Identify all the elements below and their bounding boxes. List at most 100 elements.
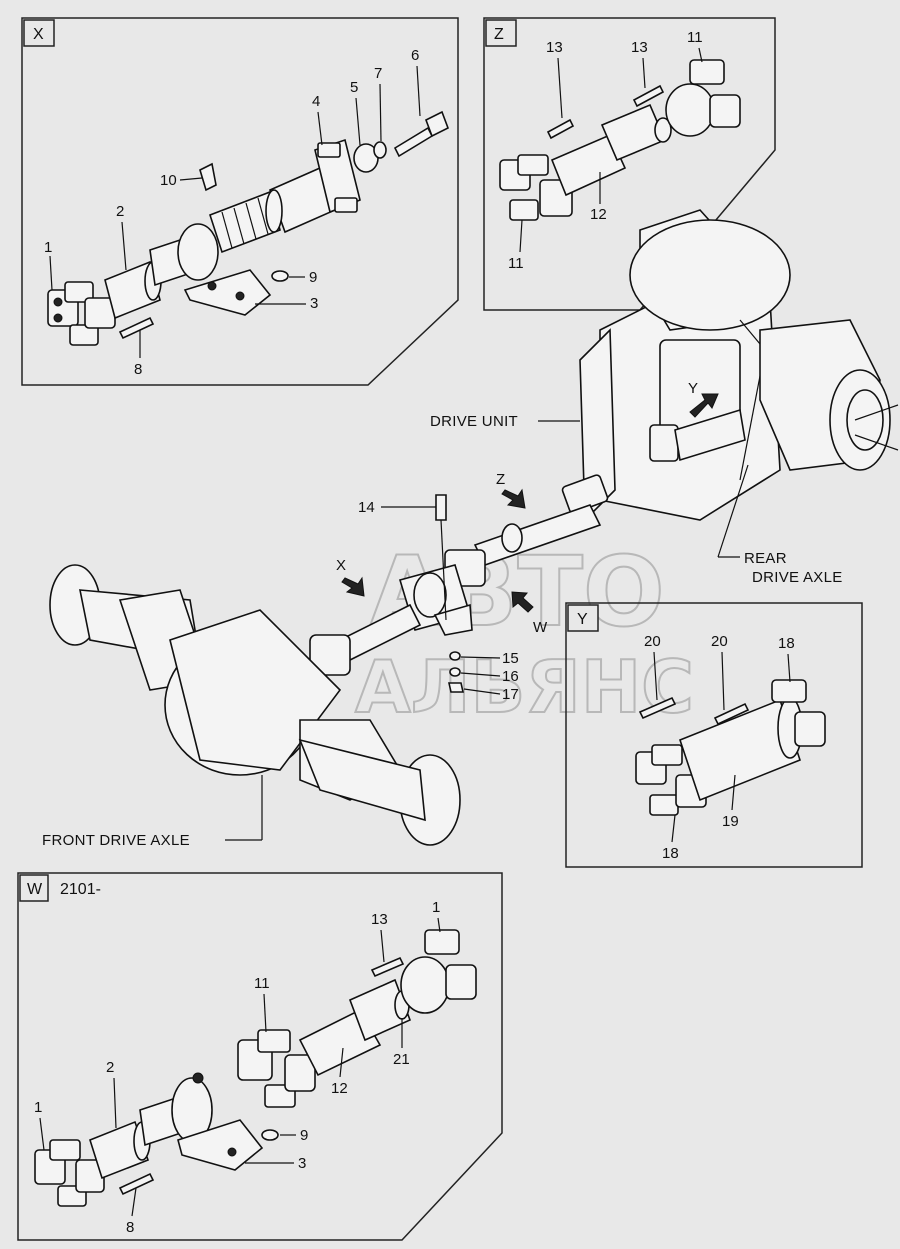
- callout: 9: [309, 269, 317, 286]
- callout: 12: [590, 206, 607, 223]
- callout: 19: [722, 813, 739, 830]
- callout: 15: [502, 650, 519, 667]
- bolt-13-w: [370, 956, 405, 978]
- flange-yoke-right: [665, 59, 741, 137]
- shaft-tube-19: [679, 698, 801, 802]
- universal-joint-w: [34, 1139, 105, 1207]
- callout: 1: [44, 239, 52, 256]
- view-arrows: [341, 393, 719, 613]
- propeller-shaft-rear: [473, 474, 609, 566]
- universal-joint-y: [635, 744, 707, 816]
- center-bearing-w: [139, 1072, 264, 1171]
- callout: 16: [502, 668, 519, 685]
- grease-fitting: [199, 162, 217, 192]
- arrow-z: [501, 488, 526, 509]
- front-drive-axle: [49, 564, 461, 846]
- callout: 3: [310, 295, 318, 312]
- view-z-panel: Z 13 13 11 12 11: [483, 17, 776, 311]
- callout: 21: [393, 1051, 410, 1068]
- bolt-14: [435, 494, 447, 521]
- label-arrow-w: W: [533, 619, 548, 636]
- label-drive-unit: DRIVE UNIT: [430, 413, 518, 430]
- shaft-tube: [550, 133, 627, 197]
- center-bearing-main: [398, 549, 486, 636]
- washer-9: [271, 270, 289, 282]
- main-assembly: DRIVE UNIT REAR DRIVE AXLE FRONT DRIVE A…: [42, 209, 899, 849]
- bolt: [393, 110, 450, 158]
- callout: 2: [116, 203, 124, 220]
- label-arrow-z: Z: [496, 471, 505, 488]
- spacer: [373, 141, 387, 159]
- view-y-tag: Y: [577, 611, 588, 628]
- arrow-x: [341, 576, 365, 597]
- watermark-line2: АЛЬЯНС: [355, 645, 694, 729]
- callout: 18: [778, 635, 795, 652]
- label-front-axle: FRONT DRIVE AXLE: [42, 832, 190, 849]
- callout: 8: [126, 1219, 134, 1236]
- callout: 10: [160, 172, 177, 189]
- callout: 5: [350, 79, 358, 96]
- propeller-shaft-front: [309, 603, 422, 676]
- bolt-13: [632, 84, 665, 108]
- universal-joint: [47, 281, 116, 346]
- flange-yoke: [265, 138, 361, 234]
- callout: 2: [106, 1059, 114, 1076]
- callouts-y: 20 20 18 19 18: [644, 633, 795, 862]
- bolt-8: [118, 316, 155, 340]
- callout: 14: [358, 499, 375, 516]
- arrow-y: [689, 393, 719, 418]
- flange-yoke-w: [400, 929, 477, 1014]
- callout: 11: [254, 975, 270, 992]
- splined-sleeve-w: [348, 978, 412, 1042]
- callout: 11: [508, 255, 524, 272]
- callouts-w: 13 1 11 2 12 21 1 9 3 8: [34, 899, 441, 1236]
- callout: 13: [546, 39, 563, 56]
- view-x-tag: X: [33, 26, 44, 43]
- view-x-panel: X: [21, 17, 459, 386]
- drive-unit: [579, 209, 791, 522]
- flange-yoke-y: [771, 679, 826, 747]
- callout: 11: [687, 29, 703, 46]
- center-bearing: [149, 190, 281, 316]
- view-w-panel: W 2101-: [17, 872, 503, 1241]
- arrow-w: [511, 591, 534, 613]
- callout: 8: [134, 361, 142, 378]
- washer-15: [449, 651, 461, 661]
- callout: 1: [34, 1099, 42, 1116]
- view-y-panel: Y 20 20 18 19 18: [565, 602, 863, 868]
- callout: 4: [312, 93, 320, 110]
- y-joint: [649, 408, 746, 462]
- callout: 1: [432, 899, 440, 916]
- callout: 9: [300, 1127, 308, 1144]
- nut-17: [448, 682, 464, 693]
- universal-joint-w-mid: [237, 1029, 316, 1108]
- callout: 13: [631, 39, 648, 56]
- callout: 20: [711, 633, 728, 650]
- callout: 17: [502, 686, 519, 703]
- callout: 18: [662, 845, 679, 862]
- callout: 12: [331, 1080, 348, 1097]
- bolt-20: [713, 702, 750, 726]
- callout: 6: [411, 47, 419, 64]
- callout: 20: [644, 633, 661, 650]
- view-w-serial: 2101-: [60, 881, 101, 898]
- callout: 7: [374, 65, 382, 82]
- view-z-tag: Z: [494, 26, 504, 43]
- label-arrow-x: X: [336, 557, 346, 574]
- rear-drive-axle: [759, 319, 899, 471]
- ring: [654, 117, 672, 143]
- label-rear-axle-1: REAR: [744, 550, 787, 567]
- bolt-20: [638, 696, 677, 720]
- bolt-8-w: [118, 1172, 155, 1196]
- label-rear-axle-2: DRIVE AXLE: [752, 569, 843, 586]
- callouts-z: 13 13 11 12 11: [508, 29, 703, 272]
- callout: 13: [371, 911, 388, 928]
- washer-16: [449, 667, 461, 677]
- view-w-tag: W: [27, 881, 43, 898]
- callouts-x: 1 2 3 4 5 6 7 8 9 10: [44, 47, 421, 378]
- callout: 3: [298, 1155, 306, 1172]
- bolt-13: [546, 118, 575, 140]
- label-arrow-y: Y: [688, 380, 698, 397]
- washer-9-w: [261, 1129, 279, 1141]
